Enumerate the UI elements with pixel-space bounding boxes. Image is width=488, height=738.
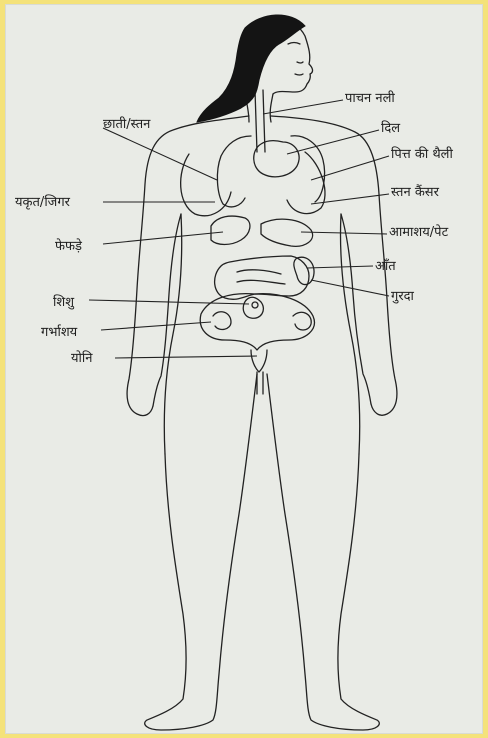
left-ovary — [213, 312, 231, 330]
left-leg — [145, 374, 257, 730]
body-diagram — [5, 4, 483, 734]
left-shoulder-arm — [127, 116, 249, 416]
label-heart: दिल — [381, 118, 400, 136]
small-intestine — [237, 270, 285, 284]
right-leg — [267, 374, 379, 730]
line-lungs — [103, 232, 223, 244]
label-lungs: फेफड़े — [55, 236, 82, 254]
label-uterus: गर्भाशय — [41, 322, 77, 340]
line-esophagus — [263, 100, 343, 114]
label-stomach: आमाशय/पेट — [389, 222, 448, 240]
line-chest — [103, 128, 217, 180]
eye — [288, 43, 300, 45]
line-intestines — [307, 266, 373, 268]
stomach — [261, 219, 313, 246]
vagina — [251, 350, 267, 372]
left-breast — [181, 154, 231, 216]
line-breast-cancer — [311, 194, 389, 204]
label-esophagus: पाचन नली — [345, 88, 395, 106]
diagram-page: छाती/स्तन यकृत/जिगर फेफड़े शिशु गर्भाशय … — [5, 4, 483, 734]
line-uterus — [101, 322, 211, 330]
line-kidney — [311, 280, 389, 296]
uterus — [200, 294, 314, 350]
label-liver: यकृत/जिगर — [15, 192, 70, 210]
label-vagina: योनि — [71, 348, 93, 366]
esophagus — [255, 90, 257, 152]
line-stomach — [301, 232, 387, 234]
line-vagina — [115, 356, 257, 358]
large-intestine — [215, 256, 309, 299]
label-breast-cancer: स्तन कैंसर — [391, 182, 439, 200]
right-breast — [287, 152, 325, 214]
label-intestines: आँत — [375, 256, 396, 274]
label-gallbladder: पित्त की थैली — [391, 144, 453, 162]
left-lung — [217, 136, 251, 207]
label-baby: शिशु — [53, 292, 74, 310]
label-chest: छाती/स्तन — [103, 114, 150, 132]
hair — [197, 15, 305, 122]
liver — [211, 216, 250, 244]
right-ovary — [293, 312, 311, 330]
heart — [254, 141, 299, 177]
label-kidney: गुरदा — [391, 286, 414, 304]
